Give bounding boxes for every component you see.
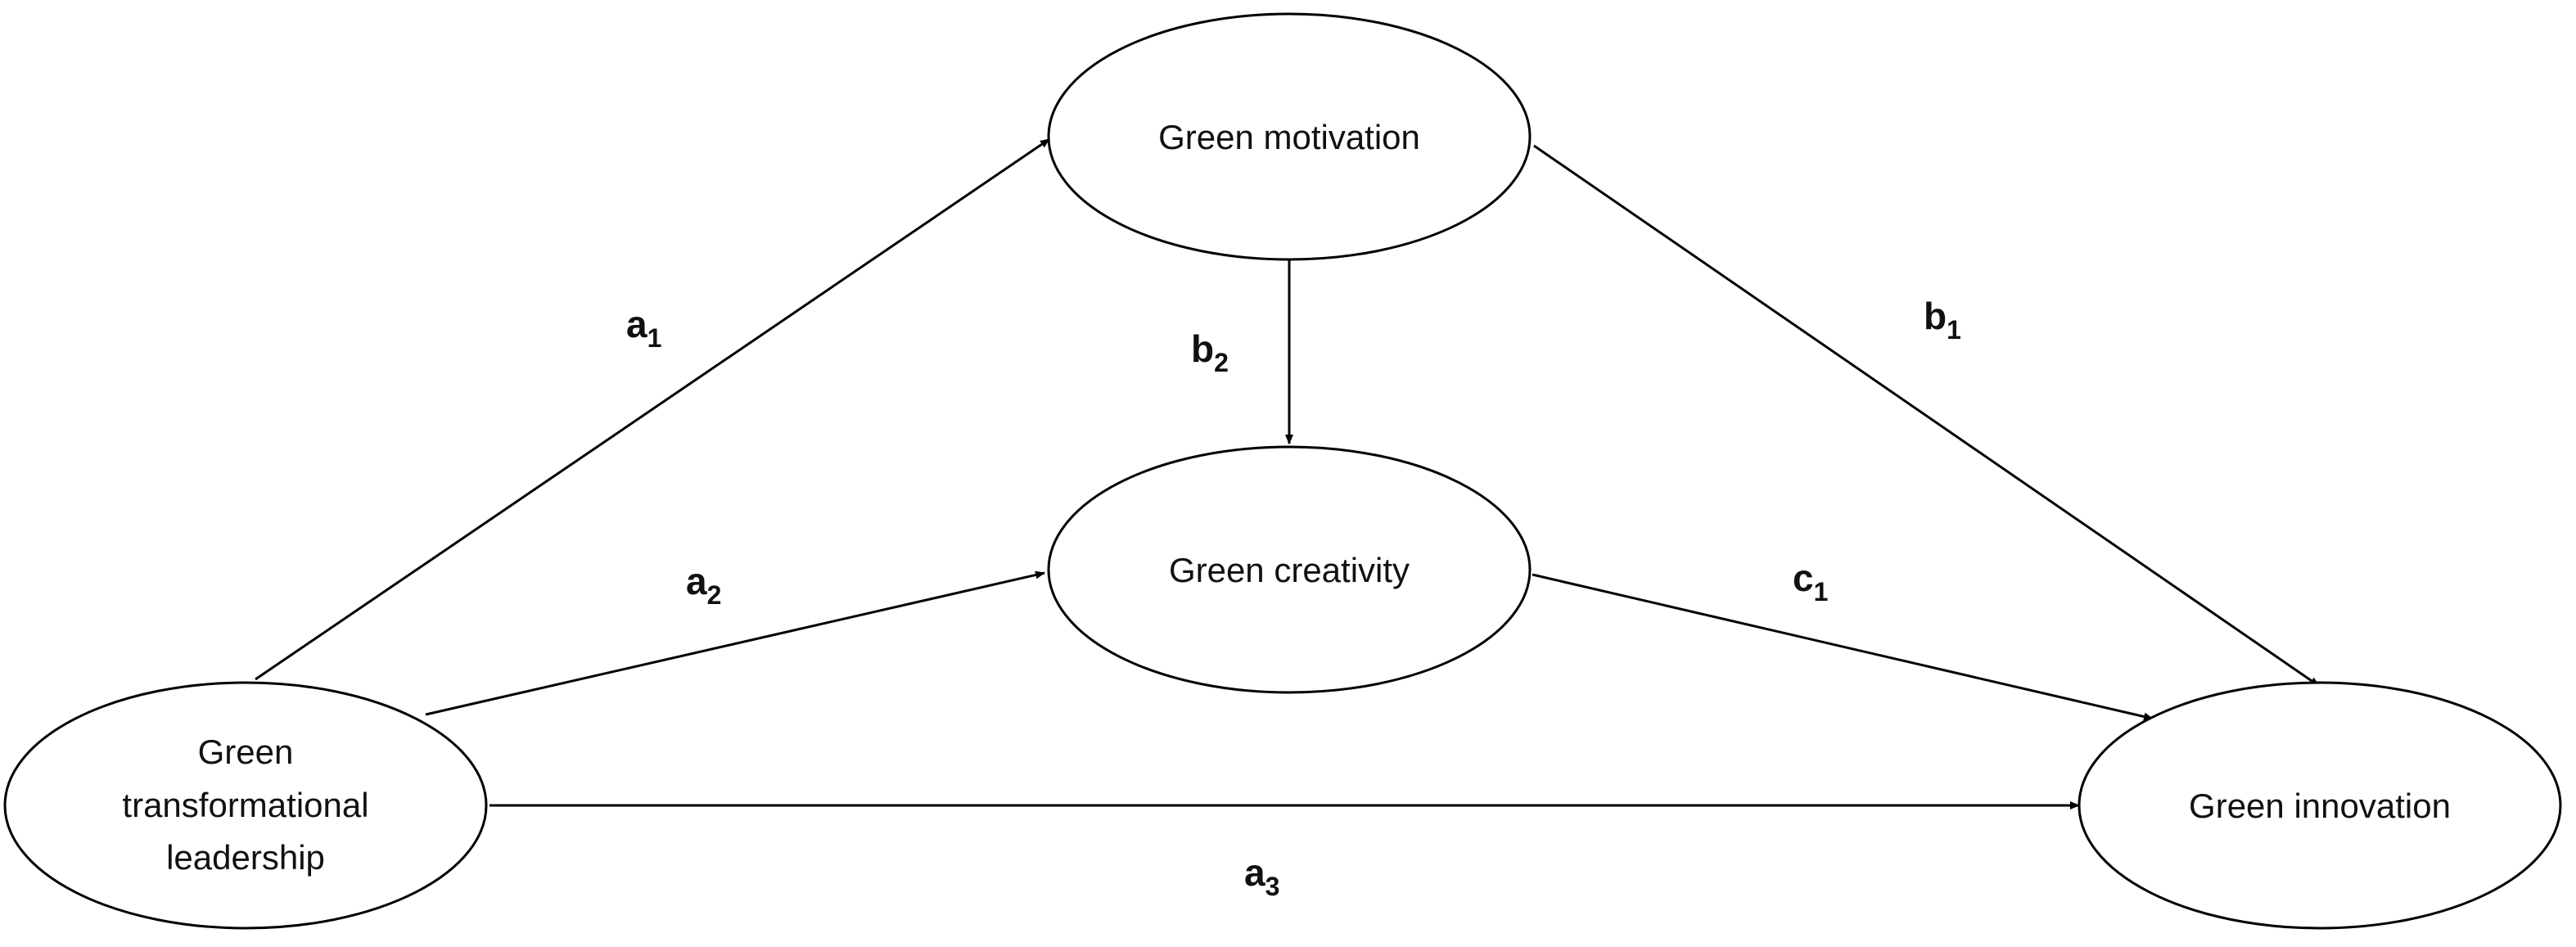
node-label: Green creativity xyxy=(1169,551,1410,589)
path-label-a2: a2 xyxy=(686,560,721,610)
node-green-creativity: Green creativity xyxy=(1047,445,1532,694)
arrow-creativity-to-innovation xyxy=(1532,573,2154,721)
arrow-motivation-to-innovation xyxy=(1533,144,2320,688)
arrow-leadership-to-creativity xyxy=(425,570,1045,716)
path-label-b2: b2 xyxy=(1191,327,1229,377)
node-green-innovation: Green innovation xyxy=(2077,681,2562,930)
path-label-b1: b1 xyxy=(1924,295,1961,345)
node-label: Green innovation xyxy=(2189,787,2451,825)
path-label-a3: a3 xyxy=(1244,851,1279,901)
node-label-line: leadership xyxy=(166,838,325,877)
path-label-a1: a1 xyxy=(626,303,661,353)
path-label-c1: c1 xyxy=(1793,557,1828,607)
node-label-line: transformational xyxy=(122,786,368,824)
arrow-leadership-to-motivation xyxy=(255,138,1050,681)
node-label: Green motivation xyxy=(1158,118,1420,156)
node-label-line: Green xyxy=(198,733,294,771)
node-green-motivation: Green motivation xyxy=(1047,12,1532,261)
node-green-transformational-leadership: Green transformational leadership xyxy=(3,681,488,930)
